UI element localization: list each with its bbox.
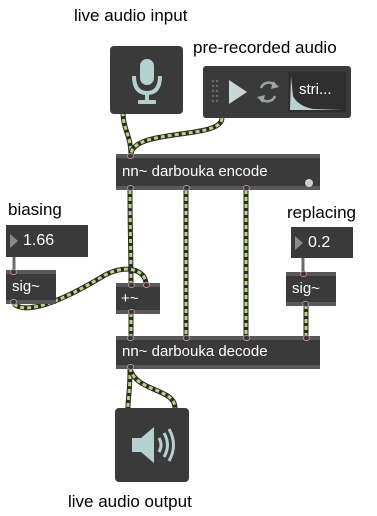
play-icon [229, 80, 247, 104]
sig-inlet[interactable] [300, 271, 307, 277]
live-input-label: live audio input [74, 6, 188, 25]
audio-player-object[interactable]: stri... [203, 66, 351, 118]
encode-outlet-1[interactable] [127, 185, 134, 191]
decode-inlet-2[interactable] [183, 335, 190, 341]
sig-outlet[interactable] [10, 299, 17, 305]
decode-inlet-4[interactable] [303, 335, 310, 341]
replacing-label: replacing [287, 203, 356, 222]
decode-label: nn~ darbouka decode [122, 343, 268, 360]
sig-object-biasing[interactable]: sig~ [6, 269, 56, 305]
sig-label: sig~ [292, 280, 320, 297]
prerecorded-label: pre-recorded audio [193, 38, 337, 57]
encode-outlet-3[interactable] [243, 185, 250, 191]
encode-inlet[interactable] [127, 153, 134, 159]
biasing-label: biasing [8, 200, 62, 219]
encode-object[interactable]: nn~ darbouka encode [116, 153, 320, 191]
sig-outlet[interactable] [302, 301, 309, 307]
sig-inlet[interactable] [10, 269, 17, 275]
plus-signal-object[interactable]: +~ [116, 282, 160, 315]
audio-output-object[interactable] [115, 408, 189, 482]
biasing-value[interactable]: 1.66 [23, 232, 55, 249]
plus-inlet-right[interactable] [143, 282, 150, 288]
sig-object-replacing[interactable]: sig~ [286, 271, 336, 307]
plus-label: +~ [121, 290, 139, 307]
decode-inlet-1[interactable] [127, 335, 134, 341]
audio-input-object[interactable] [110, 46, 183, 114]
player-file-label: stri... [299, 81, 332, 98]
speaker-icon [132, 427, 175, 463]
biasing-number-box[interactable]: 1.66 [6, 225, 88, 257]
encode-status-dot [305, 179, 313, 187]
live-output-label: live audio output [68, 492, 192, 511]
plus-inlet-left[interactable] [128, 282, 135, 288]
replacing-number-box[interactable]: 0.2 [291, 227, 353, 258]
decode-inlet-3[interactable] [243, 335, 250, 341]
replacing-value[interactable]: 0.2 [308, 234, 331, 251]
decode-outlet[interactable] [127, 364, 134, 370]
player-controls [211, 72, 346, 112]
encode-outlet-2[interactable] [183, 185, 190, 191]
encode-label: nn~ darbouka encode [122, 163, 268, 180]
sig-label: sig~ [12, 278, 40, 295]
microphone-icon [132, 59, 162, 104]
decode-object[interactable]: nn~ darbouka decode [116, 335, 320, 370]
plus-outlet[interactable] [128, 309, 135, 315]
number-triangle-icon [10, 234, 18, 248]
number-triangle-icon [295, 236, 303, 250]
